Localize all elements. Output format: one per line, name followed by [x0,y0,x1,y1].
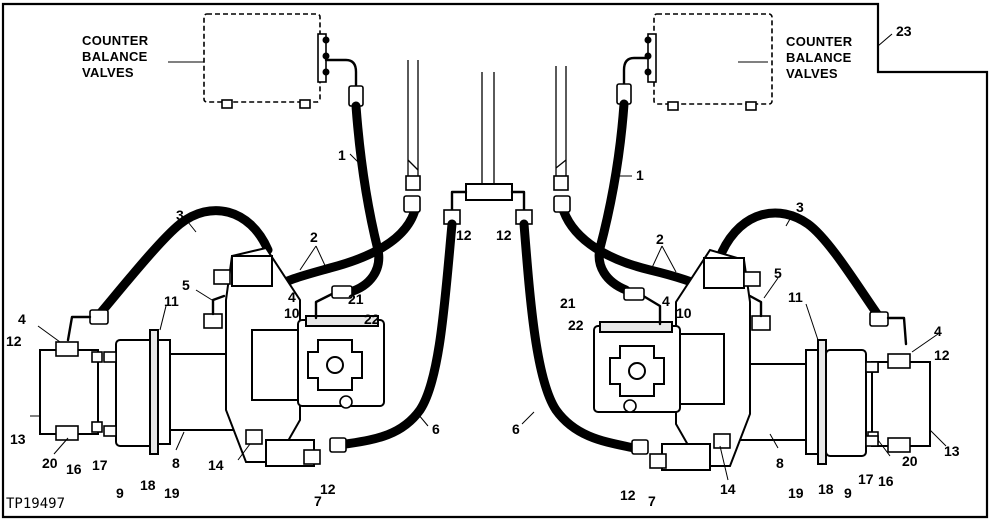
callout-7-left: 7 [314,493,322,509]
callout-19-left: 19 [164,485,180,501]
callout-21-right: 21 [560,295,576,311]
callout-1-left: 1 [338,147,346,163]
callout-7-right: 7 [648,493,656,509]
motor-assembly-right [593,248,931,471]
callout-18-right: 18 [818,481,834,497]
center-tubes [405,60,569,225]
callout-22-right: 22 [568,317,584,333]
callout-9-right: 9 [844,485,852,501]
callout-4-left-b: 4 [288,289,296,305]
callout-16-left: 16 [66,461,82,477]
callout-20-left: 20 [42,455,58,471]
callout-5-right: 5 [774,265,782,281]
counterbalance-label-right-line3: VALVES [786,66,838,81]
callout-4-left: 4 [18,311,26,327]
callout-10-right: 10 [676,305,692,321]
counterbalance-label-left-line2: BALANCE [82,49,148,64]
callout-9-left: 9 [116,485,124,501]
callout-6-right: 6 [512,421,520,437]
callout-8-right: 8 [776,455,784,471]
callout-2-right: 2 [656,231,664,247]
counterbalance-label-right-line2: BALANCE [786,50,852,65]
counterbalance-valve-left [203,13,364,109]
callout-8-left: 8 [172,455,180,471]
callout-14-right: 14 [720,481,736,497]
callout-21-left: 21 [348,291,364,307]
callout-17-right: 17 [858,471,874,487]
callout-11-left: 11 [164,293,179,309]
callout-12-center-left: 12 [456,227,472,243]
callout-11-right: 11 [788,289,803,305]
callout-2-left: 2 [310,229,318,245]
callout-4-right: 4 [934,323,942,339]
callout-17-left: 17 [92,457,108,473]
callout-5-left: 5 [182,277,190,293]
leader-lines [30,33,947,481]
callout-13-left: 13 [10,431,26,447]
callout-1-right: 1 [636,167,644,183]
callout-20-right: 20 [902,453,918,469]
callout-12-right-b: 12 [620,487,636,503]
motor-assembly-left [39,246,385,467]
callout-22-left: 22 [364,311,380,327]
counterbalance-label-right-line1: COUNTER [786,34,853,49]
callout-3-left: 3 [176,207,184,223]
counterbalance-valve-right [616,13,773,111]
callout-12-left-b: 12 [320,481,336,497]
callout-6-left: 6 [432,421,440,437]
counterbalance-label-left-line1: COUNTER [82,33,149,48]
callout-13-right: 13 [944,443,960,459]
callout-12-center-right: 12 [496,227,512,243]
counterbalance-label-left-line3: VALVES [82,65,134,80]
callout-19-right: 19 [788,485,804,501]
callout-4-right-b: 4 [662,293,670,309]
callout-14-left: 14 [208,457,224,473]
figure-id: TP19497 [6,496,65,512]
callout-12-right: 12 [934,347,950,363]
callout-3-right: 3 [796,199,804,215]
callout-18-left: 18 [140,477,156,493]
callout-16-right: 16 [878,473,894,489]
callout-12-left: 12 [6,333,22,349]
callout-10-left: 10 [284,305,300,321]
callout-labels: COUNTER BALANCE VALVES COUNTER BALANCE V… [6,23,960,512]
callout-23: 23 [896,23,912,39]
